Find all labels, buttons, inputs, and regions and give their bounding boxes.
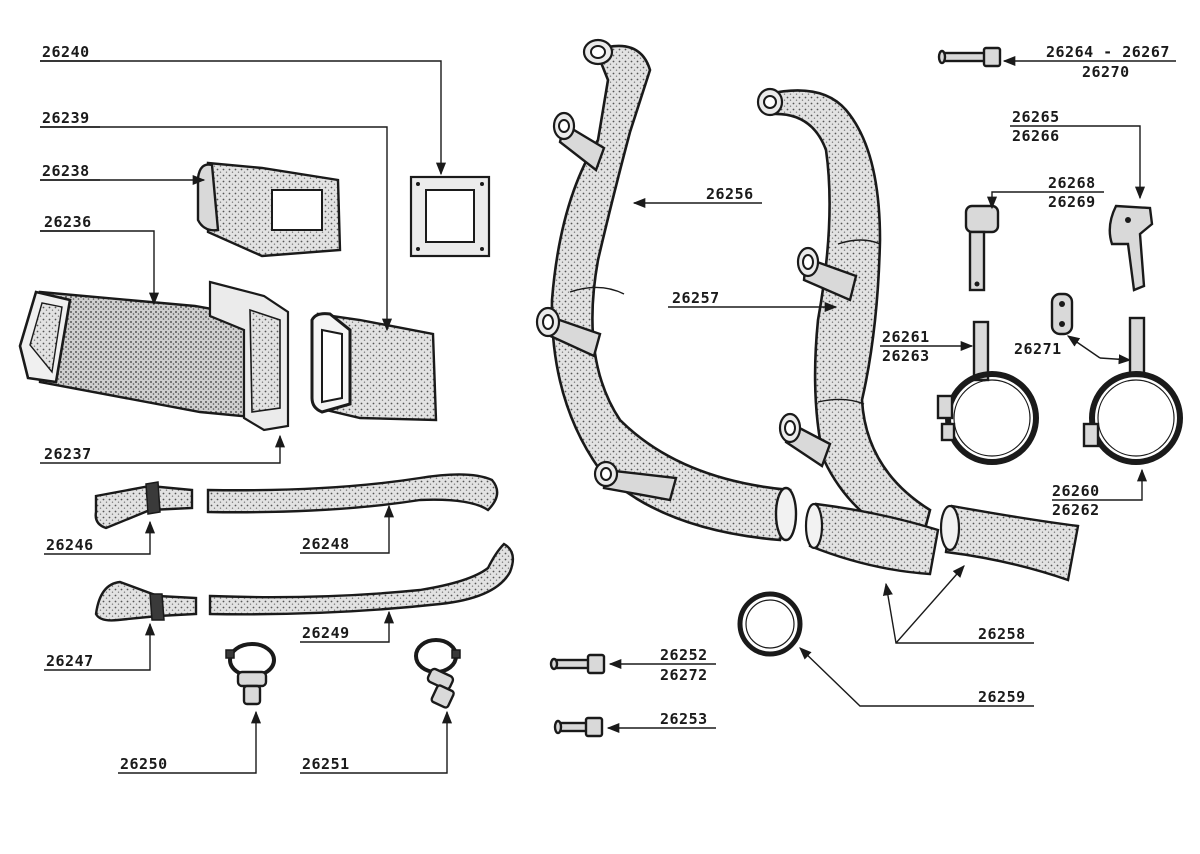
label-26240: 26240 [42, 43, 90, 61]
label-26238: 26238 [42, 162, 90, 180]
bolt-26253-drawing [553, 716, 604, 738]
nozzle-26246-drawing [94, 481, 194, 530]
label-26271: 26271 [1014, 340, 1062, 358]
intake-duct-26238-drawing [196, 161, 342, 258]
tail-pipe-26258-drawing [804, 502, 1080, 582]
bolt-26264-drawing [937, 46, 1002, 68]
bolt-26252-drawing [549, 653, 606, 675]
label-26263: 26263 [882, 347, 930, 365]
label-26237: 26237 [44, 445, 92, 463]
label-26252: 26252 [660, 646, 708, 664]
gasket-26240-drawing [409, 175, 491, 258]
label-26239: 26239 [42, 109, 90, 127]
label-26270: 26270 [1082, 63, 1130, 81]
bracket-26265-drawing [1108, 204, 1154, 292]
label-26269: 26269 [1048, 193, 1096, 211]
label-26253: 26253 [660, 710, 708, 728]
clamp-ring-26261-drawing [936, 320, 1039, 465]
label-26249: 26249 [302, 624, 350, 642]
nozzle-26247-drawing [94, 580, 198, 622]
label-26272: 26272 [660, 666, 708, 684]
tube-26248-drawing [206, 473, 499, 514]
label-26264-26267: 26264 - 26267 [1046, 43, 1170, 61]
label-26259: 26259 [978, 688, 1026, 706]
label-26246: 26246 [46, 536, 94, 554]
label-26262: 26262 [1052, 501, 1100, 519]
label-26260: 26260 [1052, 482, 1100, 500]
ring-26259-drawing [737, 591, 803, 657]
hose-clamp-26250-drawing [225, 642, 276, 706]
intake-tube-26236-drawing [18, 290, 264, 420]
link-26271-drawing [1050, 292, 1074, 336]
label-26261: 26261 [882, 328, 930, 346]
label-26248: 26248 [302, 535, 350, 553]
label-26247: 26247 [46, 652, 94, 670]
label-26251: 26251 [302, 755, 350, 773]
label-26236: 26236 [44, 213, 92, 231]
clamp-ring-26260-drawing [1082, 316, 1183, 465]
exhaust-pipe-26256-drawing [535, 38, 798, 542]
label-26257: 26257 [672, 289, 720, 307]
tube-26249-drawing [208, 542, 515, 616]
exhaust-pipe-26257-drawing [756, 87, 932, 550]
label-26265: 26265 [1012, 108, 1060, 126]
intake-mouth-26239-drawing [310, 312, 438, 422]
leader-lines [40, 55, 1176, 774]
flange-26237-drawing [208, 280, 290, 432]
label-26256: 26256 [706, 185, 754, 203]
label-26258: 26258 [978, 625, 1026, 643]
label-26266: 26266 [1012, 127, 1060, 145]
hose-clamp-26251-drawing [414, 638, 461, 709]
label-26250: 26250 [120, 755, 168, 773]
label-26268: 26268 [1048, 174, 1096, 192]
bracket-26268-drawing [964, 204, 1000, 292]
part-labels: 26240 26239 26238 26236 26237 26246 2624… [40, 43, 1170, 773]
